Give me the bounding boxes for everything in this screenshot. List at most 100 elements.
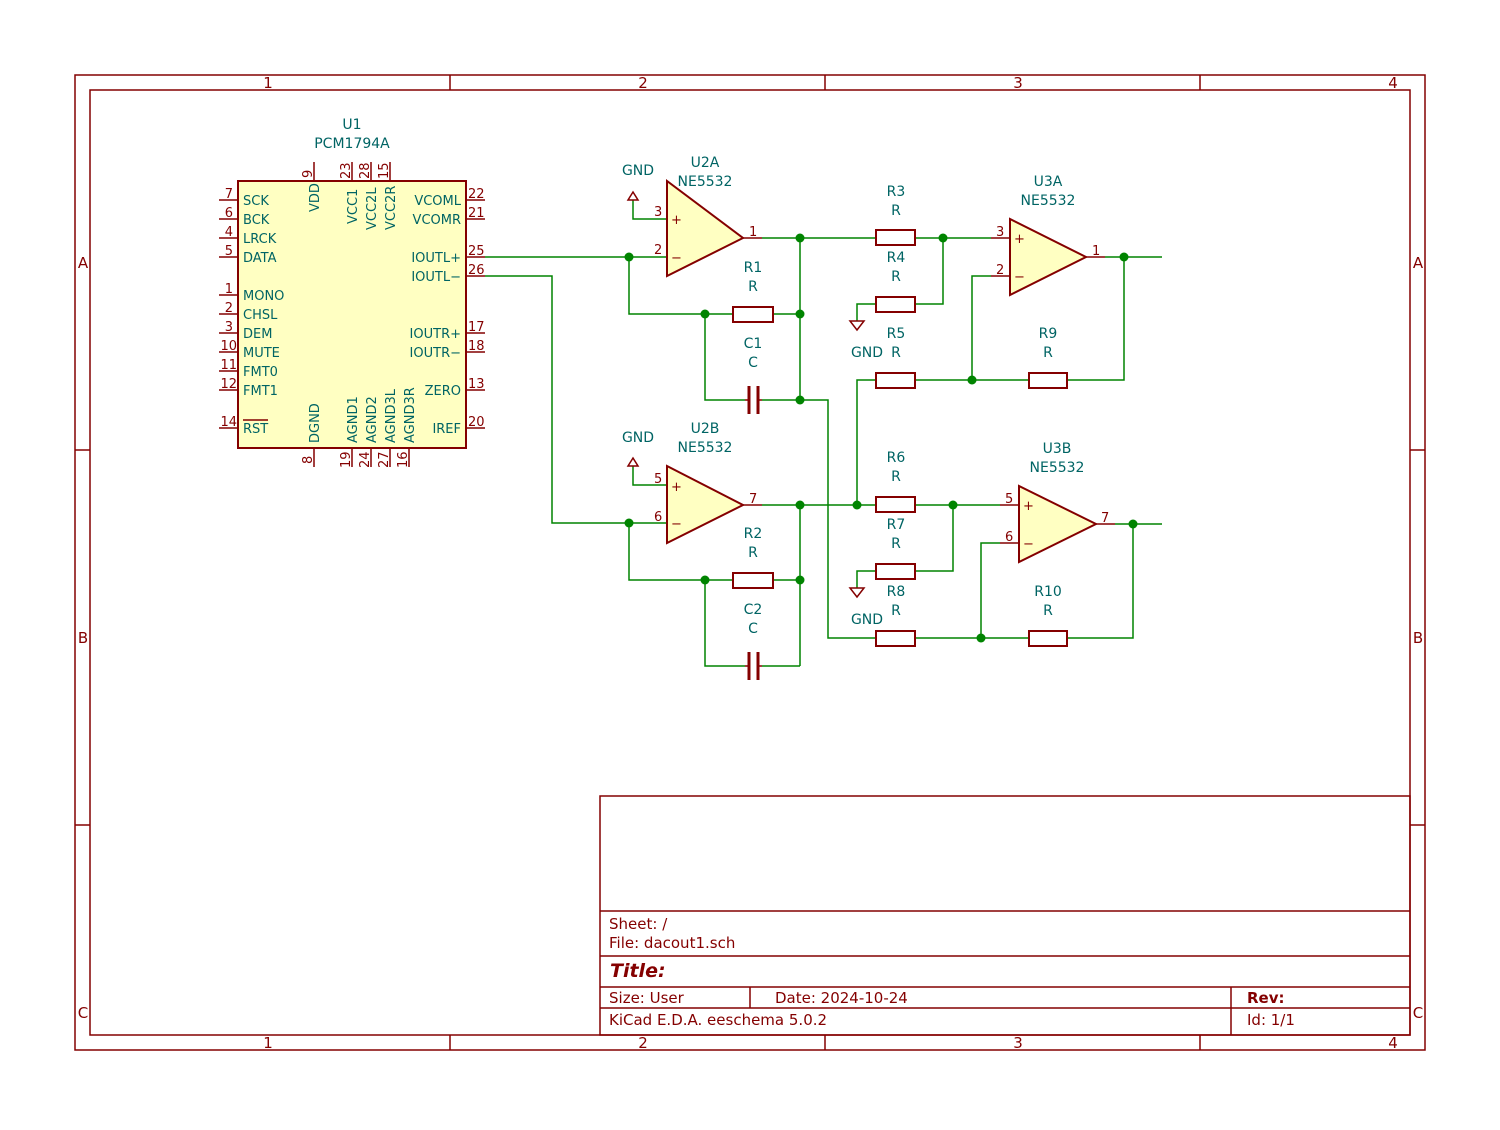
- u1-pin-name: AGND3L: [384, 388, 399, 443]
- u1-pin-name: IOUTR+: [410, 327, 461, 342]
- r8-value: R: [891, 603, 901, 619]
- gnd-label: GND: [622, 163, 654, 179]
- u2a-value: NE5532: [678, 174, 733, 190]
- opamp-u2a[interactable]: + − 3 2 1 U2A NE5532: [654, 155, 762, 278]
- u1-pin-num: 3: [225, 320, 233, 335]
- u2b-minus-pin: 6: [654, 510, 662, 525]
- minus-sign: −: [671, 251, 682, 266]
- col-label-top-2: 2: [638, 74, 648, 92]
- col-label-top-4: 4: [1388, 74, 1398, 92]
- u3a-out-pin: 1: [1092, 244, 1100, 259]
- row-label-right-c: C: [1413, 1004, 1423, 1022]
- plus-sign: +: [1014, 232, 1025, 247]
- c2-ref: C2: [744, 602, 763, 618]
- u1-right-pins: VCOML VCOMR IOUTL+ IOUTL− IOUTR+ IOUTR− …: [410, 187, 485, 437]
- title-block: Sheet: / File: dacout1.sch Title: Size: …: [599, 795, 1411, 1036]
- u1-pin-num: 4: [225, 225, 233, 240]
- resistor-r1[interactable]: R1 R: [732, 260, 774, 323]
- u1-pin-name: SCK: [243, 194, 269, 209]
- u1-pin-name: VDD: [308, 183, 323, 212]
- tb-file: File: dacout1.sch: [609, 934, 735, 952]
- u2a-ref: U2A: [691, 155, 720, 171]
- resistor-r2[interactable]: R2 R: [732, 526, 774, 589]
- plus-sign: +: [671, 480, 682, 495]
- u1-pin-num: 21: [468, 206, 485, 221]
- r2-ref: R2: [744, 526, 763, 542]
- u1-pin-name: AGND1: [346, 396, 361, 443]
- resistor-r7[interactable]: R7 R: [875, 517, 916, 580]
- r6-ref: R6: [887, 450, 906, 466]
- r5-ref: R5: [887, 326, 906, 342]
- tb-id: Id: 1/1: [1247, 1011, 1295, 1029]
- opamp-u2b[interactable]: + − 5 6 7 U2B NE5532: [654, 421, 762, 545]
- u1-pin-num: 1: [225, 282, 233, 297]
- u3a-minus-pin: 2: [996, 263, 1004, 278]
- u1-pin-num: 8: [301, 456, 316, 464]
- col-label-bottom-2: 2: [638, 1034, 648, 1052]
- u1-pin-name: AGND2: [365, 396, 380, 443]
- resistor-r8[interactable]: R8 R: [875, 584, 916, 647]
- gnd-symbol-r7: GND: [848, 587, 883, 628]
- col-label-top-3: 3: [1013, 74, 1023, 92]
- resistor-r3[interactable]: R3 R: [875, 184, 916, 246]
- u1-dac-chip[interactable]: U1 PCM1794A SCK BCK LRCK DATA MONO CHSL …: [219, 117, 485, 468]
- r10-value: R: [1043, 603, 1053, 619]
- r1-value: R: [748, 279, 758, 295]
- u1-pin-num: 27: [377, 451, 392, 468]
- u1-pin-name: CHSL: [243, 308, 278, 323]
- u3a-plus-pin: 3: [996, 225, 1004, 240]
- resistor-r10[interactable]: R10 R: [1028, 584, 1068, 647]
- u1-pin-num: 26: [468, 263, 485, 278]
- r7-value: R: [891, 536, 901, 552]
- u1-pin-num: 15: [377, 162, 392, 179]
- c2-value: C: [748, 621, 758, 637]
- u1-pin-num: 9: [301, 170, 316, 178]
- u1-ref: U1: [342, 117, 361, 133]
- u2b-out-pin: 7: [749, 492, 757, 507]
- u1-pin-name: VCC2R: [384, 186, 399, 230]
- u2a-out-pin: 1: [749, 225, 757, 240]
- opamp-u3b[interactable]: + − 5 6 7 U3B NE5532: [1000, 441, 1115, 564]
- u1-pin-name: ZERO: [425, 384, 461, 399]
- r2-value: R: [748, 545, 758, 561]
- junctions: [624, 233, 1138, 643]
- r5-value: R: [891, 345, 901, 361]
- resistor-r4[interactable]: R4 R: [875, 250, 916, 313]
- u1-pin-num: 6: [225, 206, 233, 221]
- u3b-out-pin: 7: [1101, 511, 1109, 526]
- c1-value: C: [748, 355, 758, 371]
- minus-sign: −: [1014, 270, 1025, 285]
- row-label-right-b: B: [1413, 629, 1423, 647]
- col-label-bottom-1: 1: [263, 1034, 273, 1052]
- resistor-r5[interactable]: R5 R: [875, 326, 916, 389]
- c1-ref: C1: [744, 336, 763, 352]
- plus-sign: +: [671, 213, 682, 228]
- u2b-value: NE5532: [678, 440, 733, 456]
- capacitor-c2[interactable]: C2 C: [744, 602, 763, 680]
- u1-pin-name: VCC2L: [365, 187, 380, 230]
- u1-pin-name: DATA: [243, 251, 277, 266]
- u1-pin-num: 23: [339, 162, 354, 179]
- u1-pin-num: 24: [358, 451, 373, 468]
- u1-pin-name: MUTE: [243, 346, 280, 361]
- resistor-r9[interactable]: R9 R: [1028, 326, 1068, 389]
- tb-sheet: Sheet: /: [609, 915, 668, 933]
- col-label-top-1: 1: [263, 74, 273, 92]
- opamp-u3a[interactable]: + − 3 2 1 U3A NE5532: [991, 174, 1105, 297]
- u1-pin-num: 25: [468, 244, 485, 259]
- u1-pin-name: DGND: [308, 403, 323, 443]
- gnd-label: GND: [622, 430, 654, 446]
- u1-pin-num: 5: [225, 244, 233, 259]
- gnd-symbol-u2a: GND: [622, 163, 654, 201]
- gnd-symbol-u2b: GND: [622, 430, 654, 467]
- r8-ref: R8: [887, 584, 906, 600]
- u1-pin-num: 22: [468, 187, 485, 202]
- r10-ref: R10: [1034, 584, 1062, 600]
- r3-value: R: [891, 203, 901, 219]
- row-label-left-a: A: [78, 254, 89, 272]
- u1-pin-name: IOUTL−: [411, 270, 461, 285]
- resistor-r6[interactable]: R6 R: [875, 450, 916, 513]
- capacitor-c1[interactable]: C1 C: [744, 336, 763, 414]
